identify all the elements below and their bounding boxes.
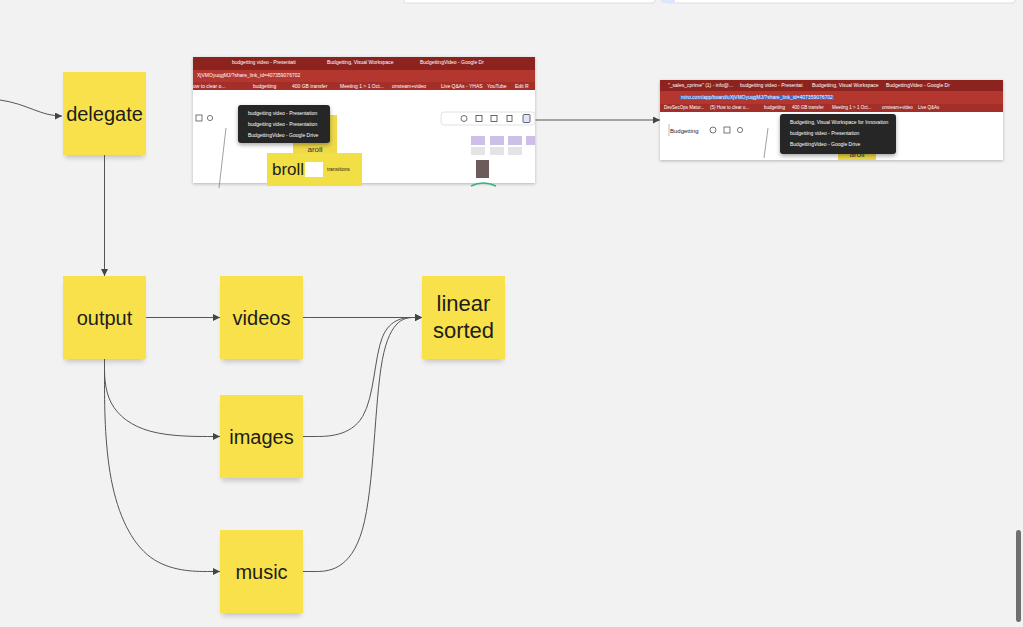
browser-text: ow to clear o... xyxy=(193,84,226,89)
thumbnail xyxy=(490,147,504,155)
browser-text: Live Q&As - YHAS xyxy=(441,84,483,89)
browser-text: budgetting video - Presentati xyxy=(232,60,296,65)
thumbnail xyxy=(471,147,485,155)
top-panel xyxy=(404,0,655,3)
toolbar xyxy=(441,112,535,125)
icon xyxy=(737,127,742,132)
icon xyxy=(507,116,512,122)
connector xyxy=(535,120,660,121)
progress-arc xyxy=(471,183,496,186)
sticky-text: delegate xyxy=(66,102,143,126)
toolbar-icons xyxy=(196,112,743,136)
connector xyxy=(303,318,422,437)
menu-item: Budgetting, Visual Workspace for Innovat… xyxy=(790,120,888,125)
browser-text: budgetting video - Presentat xyxy=(740,83,803,88)
browser-screenshot: budgetting video - Presentati Budgetting,… xyxy=(193,57,535,183)
browser-text: Meeting 1 > 1 Oct... xyxy=(832,106,871,111)
browser-text: Budgetting, Visual Workspace xyxy=(812,83,879,88)
top-panel xyxy=(665,0,1015,3)
sticky-text: images xyxy=(229,425,293,449)
browser-text: Meeting 1 > 1 Oct... xyxy=(340,84,384,89)
browser-text: Live Q&As xyxy=(918,106,939,111)
thumbnail xyxy=(508,136,522,145)
sticky-note: images xyxy=(220,395,303,478)
sticky-note: music xyxy=(220,530,303,613)
sticky-note: broll transitions xyxy=(267,153,362,186)
browser-text: miro.com/app/board/uXjVMOyuqgMJ/?share_l… xyxy=(680,95,834,100)
leader-line xyxy=(764,128,768,158)
browser-text: YouTube xyxy=(487,84,507,89)
top-panel-chip xyxy=(661,0,675,3)
incoming-connector xyxy=(0,100,62,116)
menu-item: budgetting video - Presentation xyxy=(248,111,317,116)
browser-text: "_sales_cprime" (1) - info@... xyxy=(668,83,733,88)
browser-text: 400 GB transfer xyxy=(292,84,327,89)
browser-text: budgetting xyxy=(253,84,276,89)
browser-text: Edit R xyxy=(515,84,529,89)
icon xyxy=(523,115,530,123)
tab-dropdown: budgetting video - Presentation budgettin… xyxy=(238,105,330,143)
browser-text: Budgetting xyxy=(670,128,699,134)
sticky-note: videos xyxy=(220,276,303,359)
icon xyxy=(196,115,202,121)
sticky-text: videos xyxy=(233,306,291,330)
icon xyxy=(710,127,716,133)
browser-text: budgetting xyxy=(764,106,785,111)
icon xyxy=(491,116,497,122)
browser-text: BudgettingVideo - Google Dr xyxy=(886,83,950,88)
connector xyxy=(105,359,221,437)
browser-screenshot: "_sales_cprime" (1) - info@... budgetting… xyxy=(660,80,1003,160)
sticky-text: broll xyxy=(272,161,304,178)
icon xyxy=(724,127,730,133)
board-thumbnails xyxy=(471,136,535,186)
connector xyxy=(104,155,105,276)
tab-dropdown: Budgetting, Visual Workspace for Innovat… xyxy=(780,114,896,154)
icon xyxy=(461,116,467,122)
thumbnail xyxy=(471,136,485,145)
connector xyxy=(303,317,422,318)
divider xyxy=(668,124,670,136)
browser-text: (5) How to clear o... xyxy=(710,106,749,111)
connector xyxy=(303,318,422,572)
menu-item: budgetting video - Presentation xyxy=(248,122,317,127)
sticky-note: output xyxy=(63,276,146,359)
sticky-text: output xyxy=(77,306,133,330)
browser-text: XjVMOyuqgMJ/?share_link_id=407359076702 xyxy=(197,73,300,78)
sticky-note: linear sorted xyxy=(422,276,505,359)
connector xyxy=(146,317,220,318)
menu-item: BudgettingVideo - Google Drive xyxy=(248,133,318,138)
connector xyxy=(105,359,221,572)
sticky-text: linear sorted xyxy=(422,291,505,344)
thumbnail xyxy=(526,136,535,145)
icon xyxy=(476,116,482,122)
sticky-note: delegate xyxy=(63,72,146,155)
scrollbar xyxy=(1016,530,1021,622)
icon xyxy=(207,115,212,120)
menu-item: BudgettingVideo - Google Drive xyxy=(790,142,860,147)
browser-text: Budgetting, Visual Workspace xyxy=(327,60,394,65)
browser-text: 400 GB transfer xyxy=(792,106,824,111)
browser-text: BudgettingVideo - Google Dr xyxy=(420,60,484,65)
sticky-text: transitions xyxy=(327,167,350,172)
thumbnail xyxy=(490,136,504,145)
browser-text: onsteam+video xyxy=(392,84,426,89)
thumbnail xyxy=(476,160,489,178)
browser-text: DevSecOps Matur... xyxy=(664,106,704,111)
sticky-text: music xyxy=(235,560,287,584)
thumbnail xyxy=(508,147,522,155)
browser-text: onsteam+video xyxy=(882,106,913,111)
leader-line xyxy=(219,128,226,188)
menu-item: budgetting video - Presentation xyxy=(790,131,859,136)
